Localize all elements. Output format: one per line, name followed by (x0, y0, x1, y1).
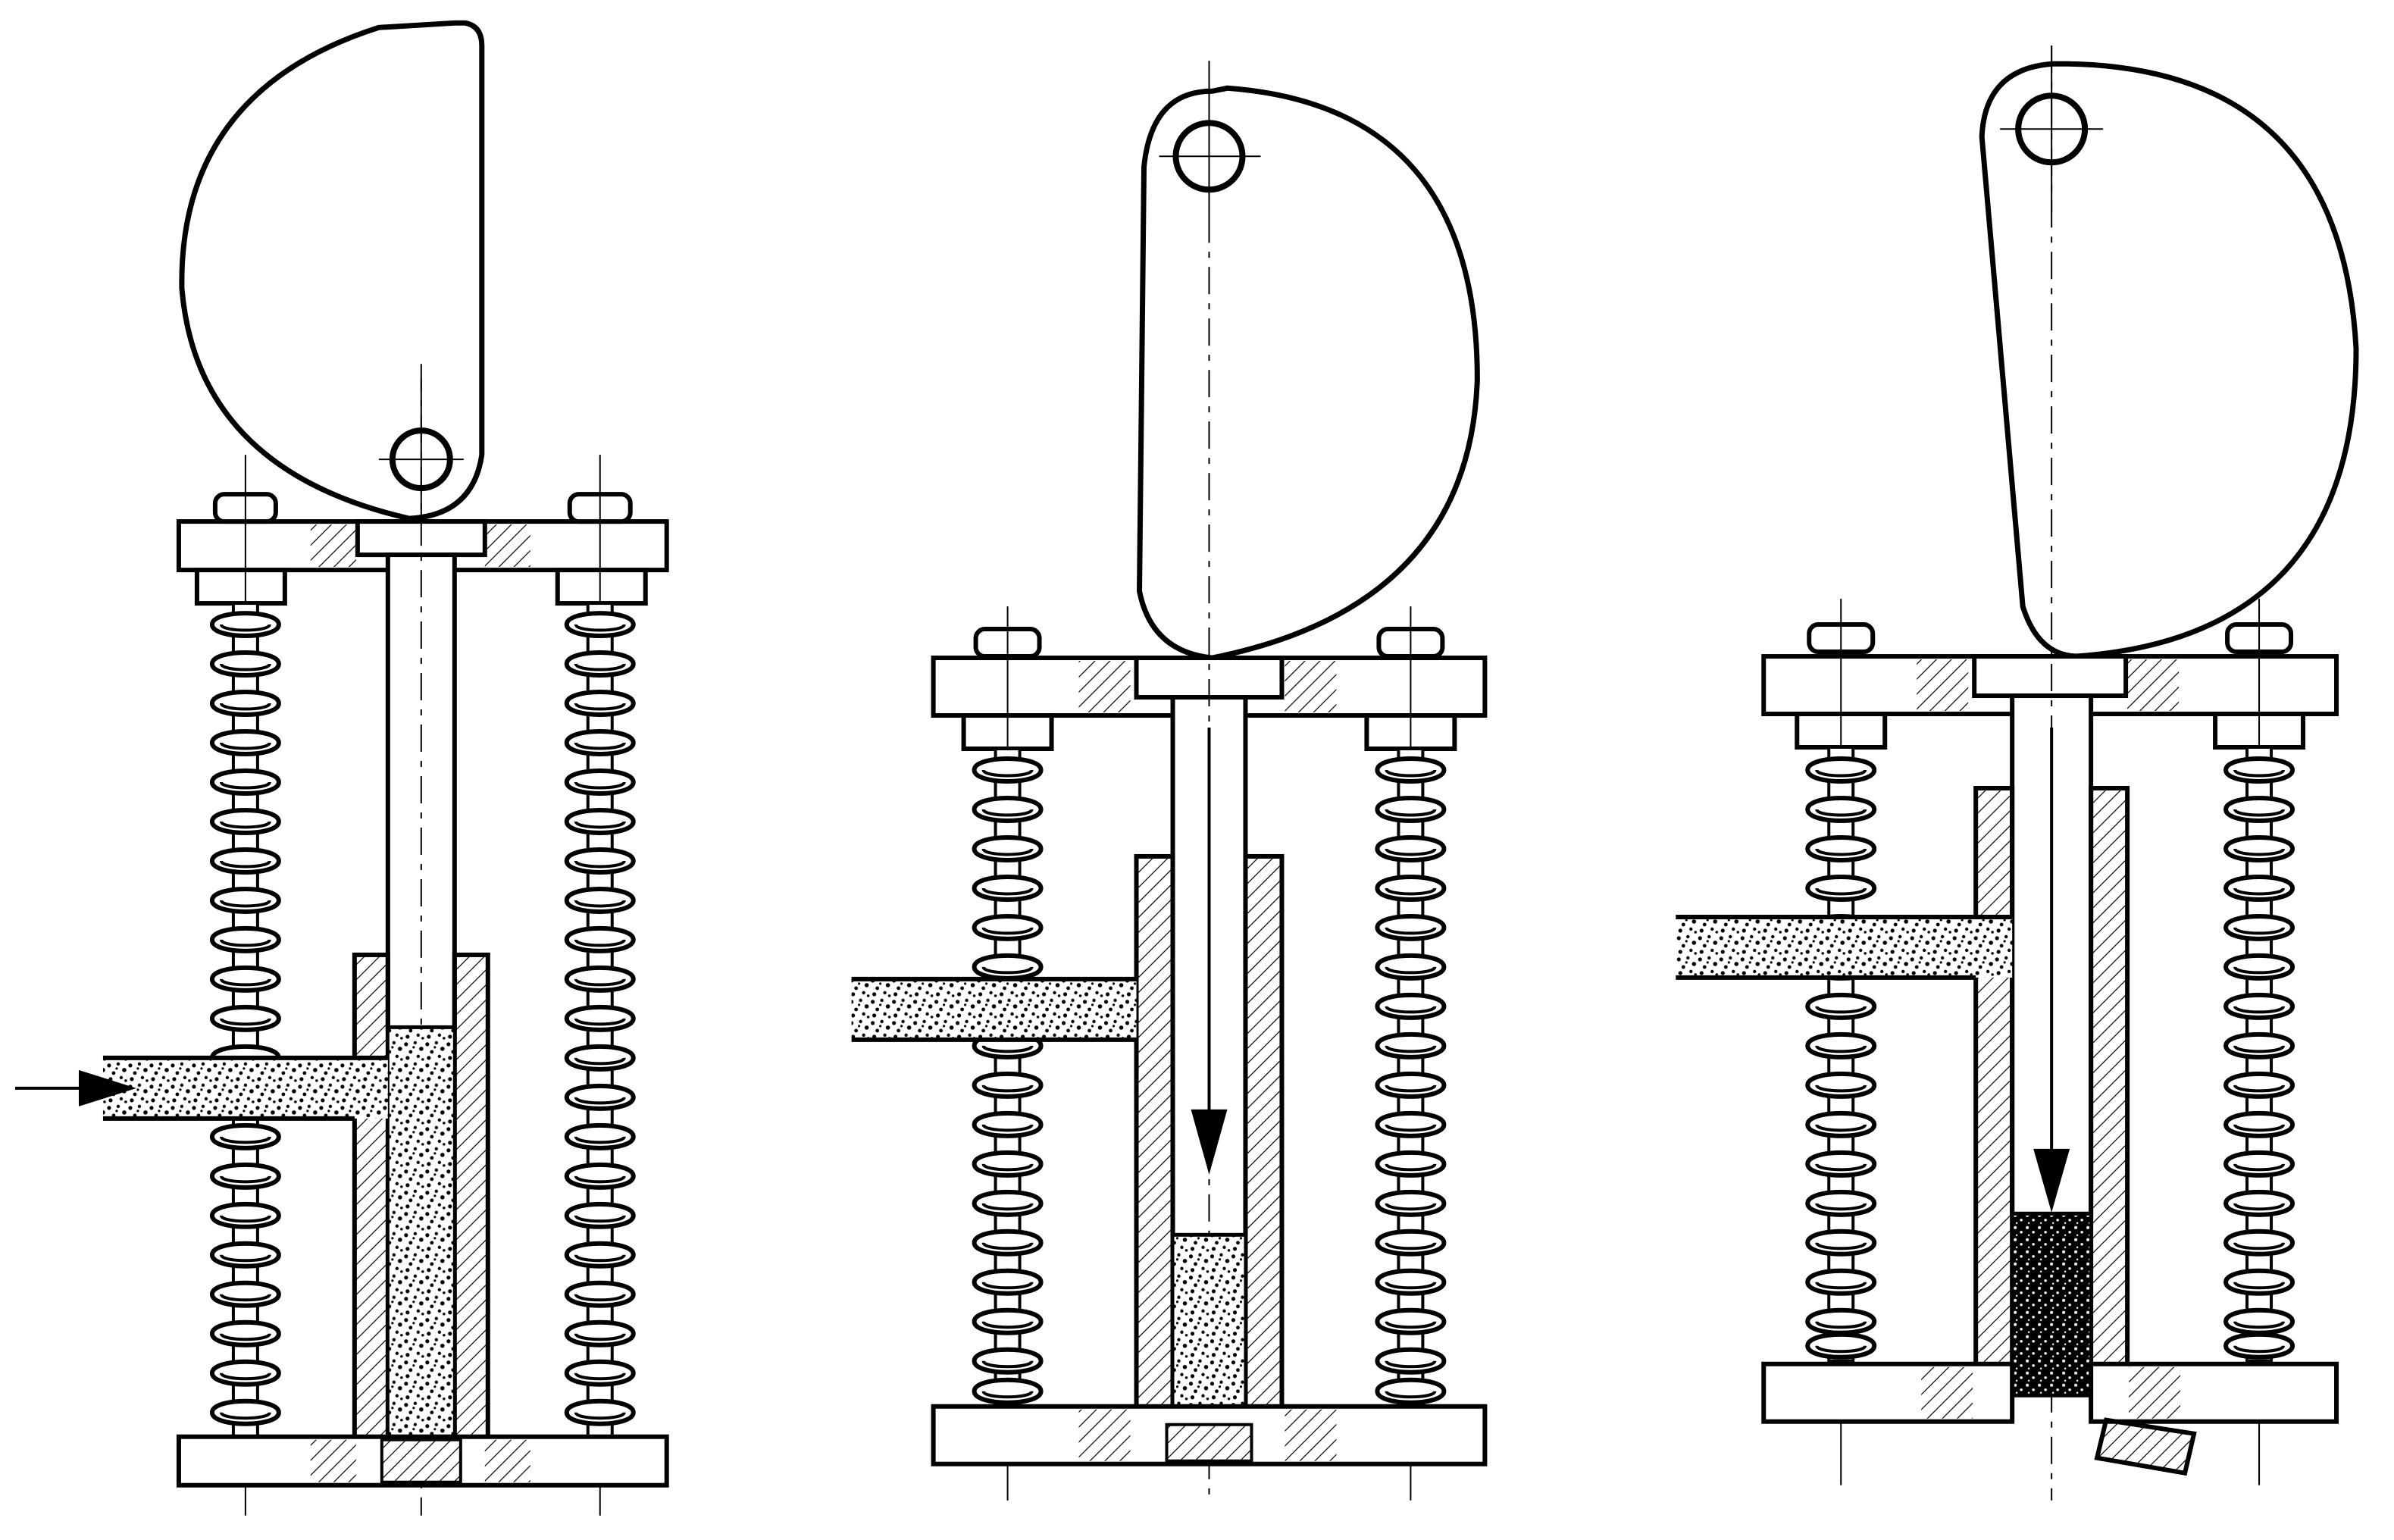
stage-3-ejected-part (2094, 1417, 2197, 1476)
stage-2-spring-right (1377, 747, 1444, 1411)
stage-3-die-left-wall (1973, 785, 2015, 1385)
stage-2-die-right-wall (1243, 853, 1285, 1427)
stage-3-die-right-wall (2089, 785, 2130, 1385)
stage-1-die-right-wall (452, 952, 490, 1442)
stage-2-feed-tube (851, 976, 1137, 1042)
stage-3-spring-right (2226, 746, 2292, 1363)
stage-3-bottom-plate-left (1761, 1361, 2015, 1424)
stage-1-cam (179, 20, 485, 521)
stage-3-motion-arrowhead (2033, 1148, 2070, 1213)
stage-1-die-left-wall (352, 952, 390, 1442)
stage-3-spring-left (1807, 746, 1874, 1363)
stage-2-powder-cavity (1171, 1233, 1247, 1426)
stage-2-die-left-wall (1134, 853, 1175, 1427)
stage-3-feed-tube (1676, 914, 2013, 980)
stage-2-press (851, 61, 1488, 1501)
stage-1-feed-tube (102, 1055, 388, 1121)
stage-3-cam (1979, 61, 2359, 659)
stage-1-spring-right (567, 602, 634, 1438)
stage-2-motion-arrowhead (1191, 1109, 1228, 1175)
stage-2-lower-punch (1165, 1423, 1253, 1463)
stage-1-spring-left (212, 602, 279, 1438)
stage-2-spring-left (975, 747, 1041, 1411)
stage-3-bottom-plate-right (2089, 1361, 2339, 1424)
stage-3-compacted-part (2011, 1212, 2093, 1398)
stage-1-lower-punch (380, 1438, 462, 1484)
stage-1-press (14, 20, 669, 1516)
stage-3-press (1676, 45, 2359, 1501)
stage-2-cam (1137, 85, 1480, 661)
stage-1-powder-cavity (386, 1025, 456, 1441)
stage-1-feed-arrowhead (78, 1069, 136, 1106)
